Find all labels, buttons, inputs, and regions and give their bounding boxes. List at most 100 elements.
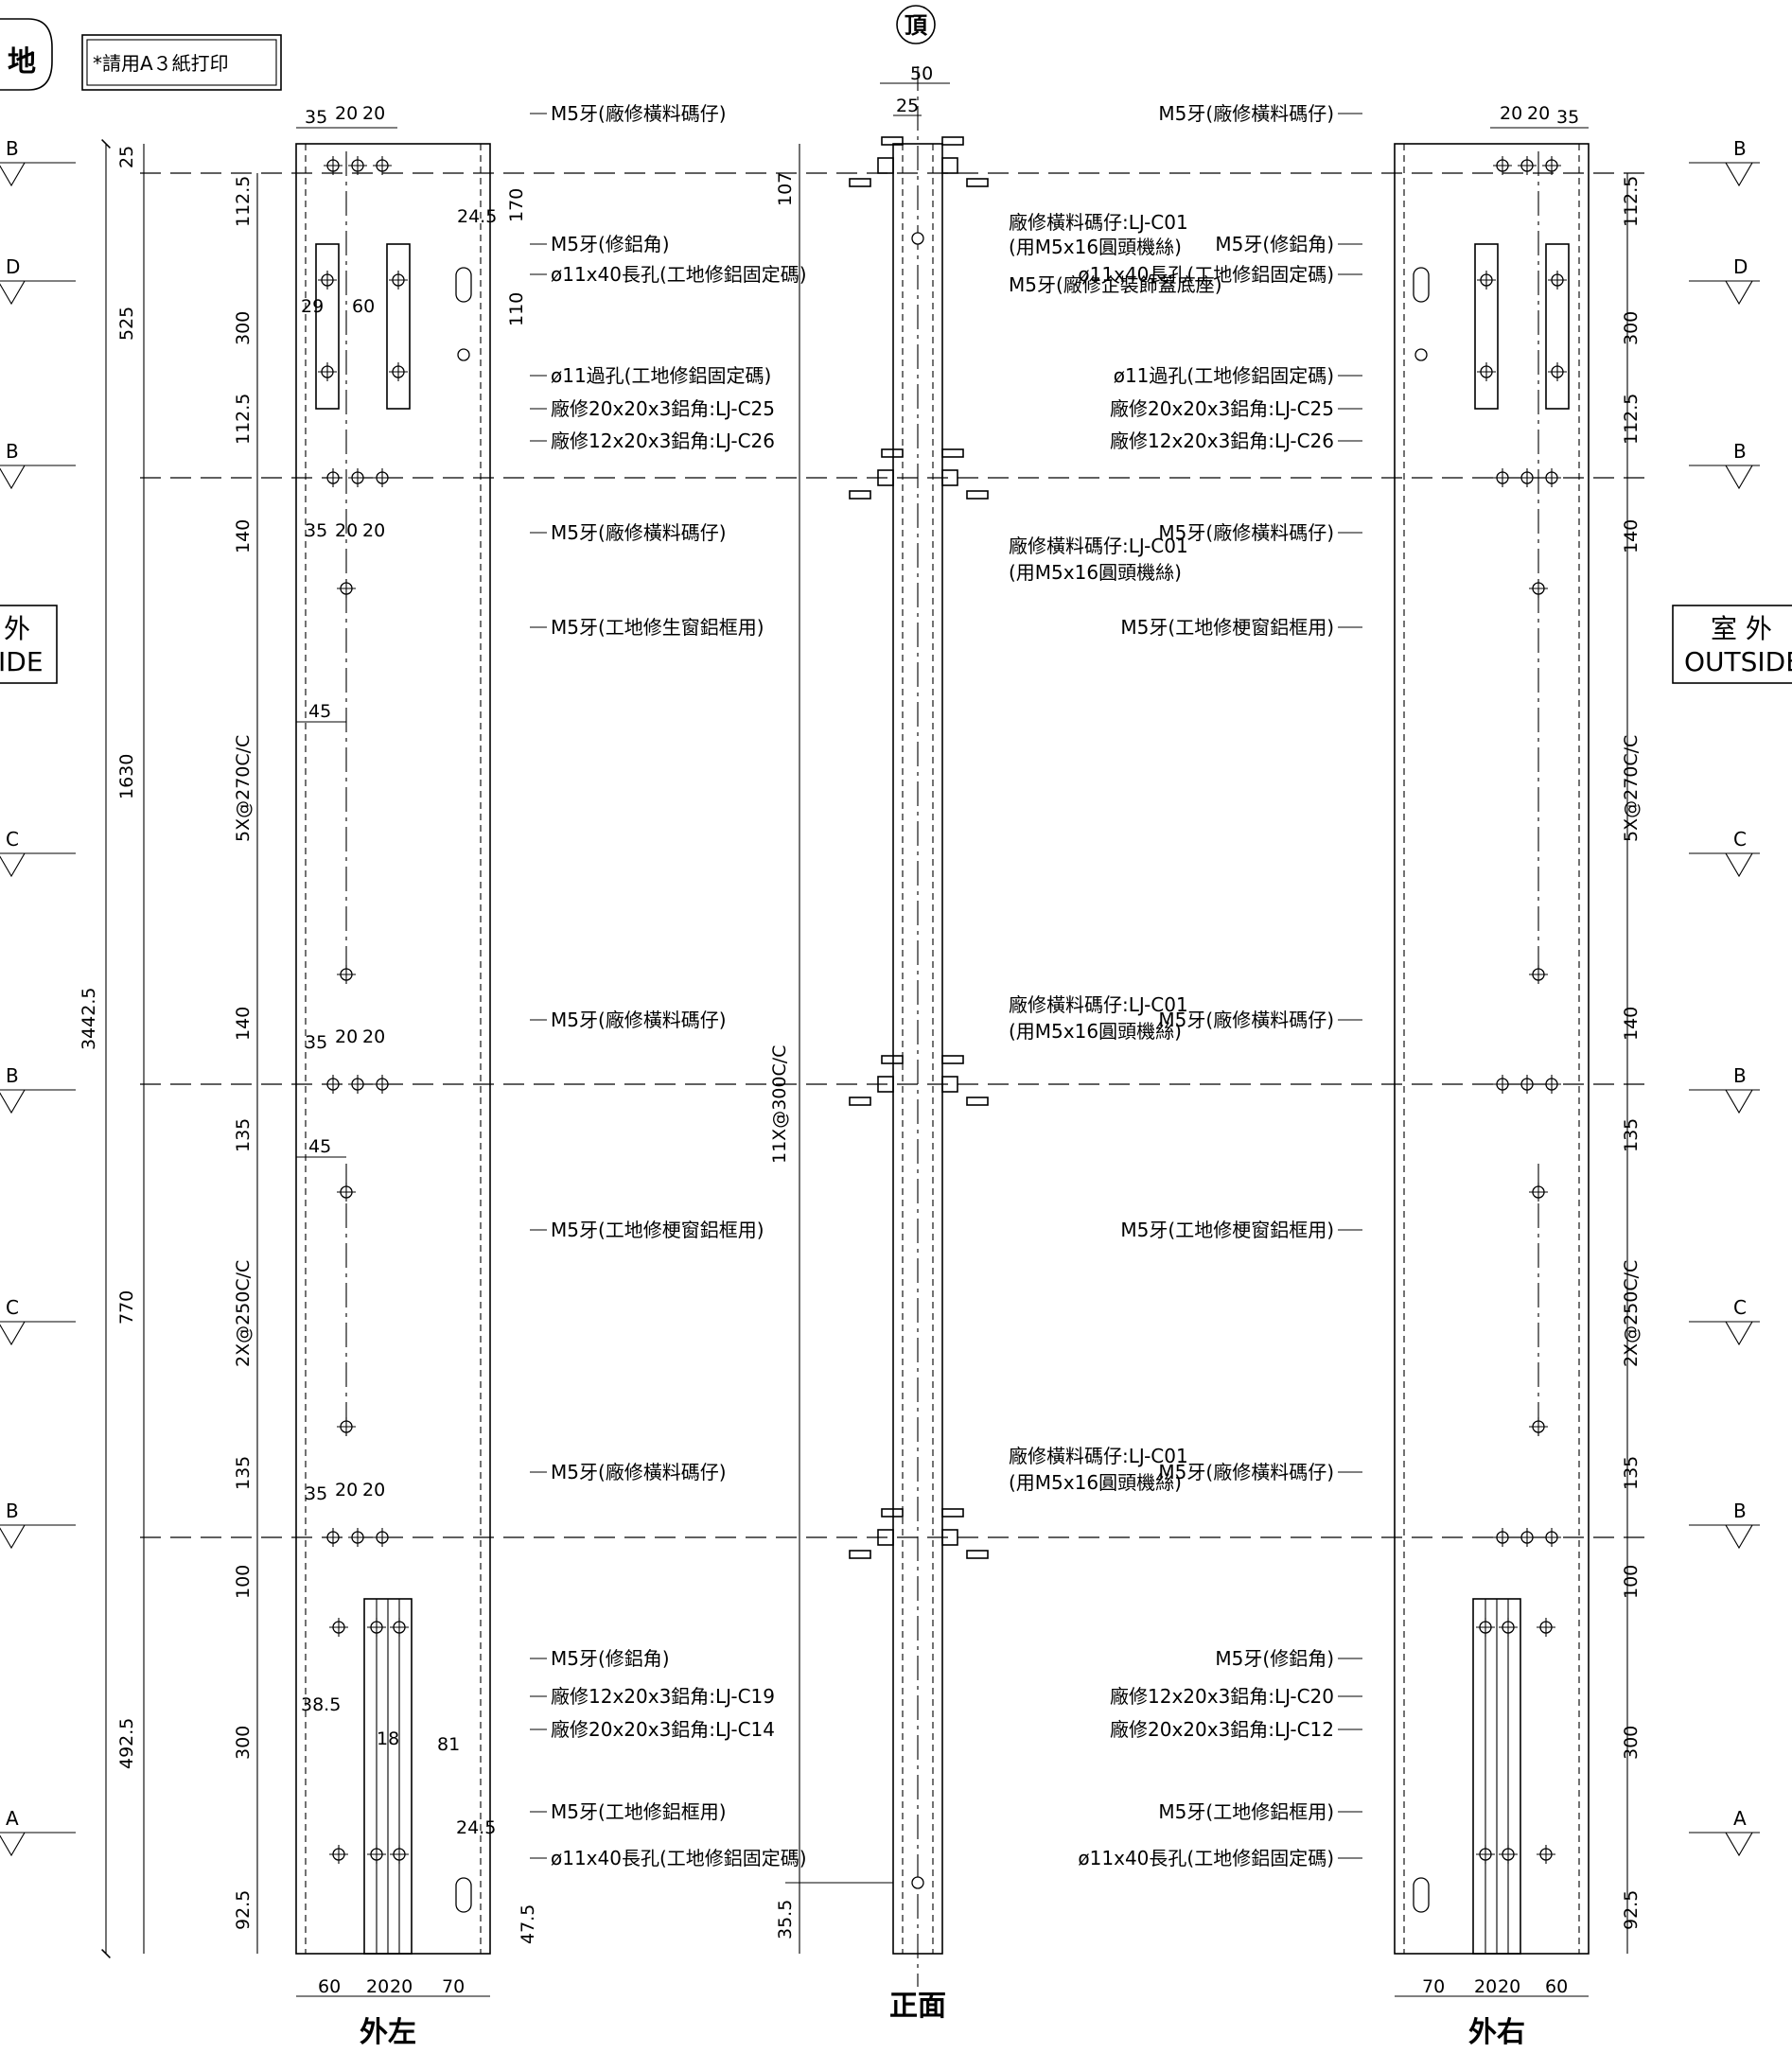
- svg-text:1630: 1630: [116, 754, 137, 799]
- callout-text: 廠修橫料碼仔:LJ-C01: [1009, 211, 1188, 234]
- section-marker-label: B: [6, 137, 19, 160]
- side-label-left: 外 IDE: [0, 605, 58, 684]
- clip-screw: [966, 1097, 989, 1106]
- svg-text:47.5: 47.5: [518, 1904, 538, 1944]
- section-marker-label: C: [1733, 828, 1747, 851]
- svg-text:60: 60: [318, 1976, 341, 1997]
- front-dimensions: 50 25 107 11X@300C/C 35.5: [769, 63, 950, 1954]
- right-dimensions: 112.5 300 112.5 140 5X@270C/C 140 135 2X…: [1395, 103, 1642, 1997]
- clip-screw: [966, 1550, 989, 1559]
- svg-text:35: 35: [305, 1032, 327, 1053]
- section-marker-triangle: [1725, 1089, 1753, 1114]
- svg-text:300: 300: [1621, 311, 1642, 345]
- section-marker-triangle: [0, 1832, 26, 1857]
- svg-text:70: 70: [442, 1976, 465, 1997]
- view-title-left: 外左: [360, 2016, 416, 2049]
- clip-screw: [941, 136, 964, 146]
- corner-label: 地: [8, 45, 36, 79]
- section-marker-triangle: [1725, 1524, 1753, 1550]
- callout-text: M5牙(工地修生窗鋁框用): [551, 616, 764, 639]
- clip-screw: [849, 1550, 871, 1559]
- callout-text: M5牙(修鋁角): [1215, 1647, 1334, 1670]
- svg-text:20: 20: [1474, 1976, 1497, 1997]
- callout-text: ø11過孔(工地修鋁固定碼): [551, 364, 771, 387]
- callout-text: (用M5x16圓頭機絲): [1009, 1020, 1182, 1043]
- svg-text:112.5: 112.5: [233, 394, 254, 445]
- svg-text:5X@270C/C: 5X@270C/C: [1621, 735, 1642, 842]
- svg-text:外: 外: [4, 613, 30, 644]
- svg-text:24.5: 24.5: [457, 206, 497, 227]
- svg-text:OUTSIDE: OUTSIDE: [1684, 646, 1792, 677]
- svg-text:770: 770: [116, 1290, 137, 1325]
- callout-text: 廠修20x20x3鋁角:LJ-C14: [551, 1718, 775, 1741]
- clip-screw: [881, 1508, 904, 1518]
- svg-text:110: 110: [506, 292, 527, 326]
- svg-text:20: 20: [390, 1976, 413, 1997]
- svg-text:50: 50: [910, 63, 933, 84]
- callout-text: (用M5x16圓頭機絲): [1009, 561, 1182, 584]
- section-marker-triangle: [1725, 465, 1753, 490]
- svg-text:20: 20: [1527, 103, 1550, 124]
- print-note: *請用A３紙打印: [93, 52, 229, 75]
- svg-text:525: 525: [116, 307, 137, 341]
- section-marker-triangle: [0, 465, 26, 490]
- callout-text: M5牙(修鋁角): [1215, 233, 1334, 255]
- svg-text:35.5: 35.5: [775, 1900, 796, 1939]
- svg-text:60: 60: [1545, 1976, 1568, 1997]
- svg-text:20: 20: [1500, 103, 1522, 124]
- callout-text: ø11過孔(工地修鋁固定碼): [1114, 364, 1334, 387]
- section-marker-triangle: [0, 1089, 26, 1114]
- svg-text:300: 300: [233, 311, 254, 345]
- callout-text: M5牙(廠修橫料碼仔): [1158, 1009, 1334, 1031]
- section-marker-label: B: [6, 1064, 19, 1087]
- svg-text:20: 20: [366, 1976, 389, 1997]
- callout-text: ø11x40長孔(工地修鋁固定碼): [551, 1847, 807, 1869]
- svg-text:20: 20: [362, 520, 385, 541]
- clip-screw: [941, 1508, 964, 1518]
- svg-text:92.5: 92.5: [1621, 1890, 1642, 1930]
- section-lines: [140, 172, 1654, 1538]
- section-marker-triangle: [0, 280, 26, 306]
- left-callouts: M5牙(廠修橫料碼仔)M5牙(修鋁角)ø11x40長孔(工地修鋁固定碼)ø11過…: [530, 102, 807, 1869]
- clip-plate: [877, 1529, 894, 1546]
- clip-screw: [941, 1055, 964, 1064]
- svg-text:140: 140: [233, 1007, 254, 1041]
- view-title-right: 外右: [1468, 2016, 1525, 2049]
- callout-text: M5牙(廠修橫料碼仔): [551, 1461, 727, 1483]
- clip-screw: [881, 448, 904, 458]
- section-marker-label: B: [6, 440, 19, 463]
- clip-plate: [877, 469, 894, 486]
- svg-text:24.5: 24.5: [456, 1817, 496, 1838]
- svg-text:20: 20: [335, 520, 358, 541]
- svg-text:25: 25: [896, 96, 919, 116]
- svg-text:112.5: 112.5: [233, 176, 254, 227]
- svg-text:70: 70: [1422, 1976, 1445, 1997]
- callout-text: M5牙(工地修梗窗鋁框用): [551, 1219, 764, 1241]
- callout-text: 廠修20x20x3鋁角:LJ-C12: [1110, 1718, 1334, 1741]
- clip-plate: [941, 469, 958, 486]
- svg-text:18: 18: [377, 1728, 399, 1749]
- svg-text:112.5: 112.5: [1621, 394, 1642, 445]
- svg-text:170: 170: [506, 188, 527, 222]
- callout-text: 廠修12x20x3鋁角:LJ-C26: [551, 430, 775, 452]
- section-marker-label: A: [1733, 1807, 1747, 1830]
- clip-screw: [849, 490, 871, 500]
- section-marker-label: C: [6, 828, 19, 851]
- section-marker-label: B: [1733, 1064, 1747, 1087]
- svg-text:2X@250C/C: 2X@250C/C: [1621, 1260, 1642, 1367]
- view-title-front: 正面: [889, 1990, 946, 2023]
- clip-plate: [877, 1076, 894, 1093]
- svg-text:300: 300: [233, 1726, 254, 1760]
- svg-text:20: 20: [335, 1026, 358, 1047]
- front-view: [785, 66, 943, 1987]
- section-marker-triangle: [0, 1524, 26, 1550]
- section-marker-triangle: [0, 852, 26, 878]
- section-marker-triangle: [1725, 852, 1753, 878]
- svg-text:112.5: 112.5: [1621, 176, 1642, 227]
- svg-text:2X@250C/C: 2X@250C/C: [233, 1260, 254, 1367]
- callout-text: M5牙(廠修橫料碼仔): [1158, 521, 1334, 544]
- clip-plate: [941, 1076, 958, 1093]
- svg-text:135: 135: [1621, 1118, 1642, 1152]
